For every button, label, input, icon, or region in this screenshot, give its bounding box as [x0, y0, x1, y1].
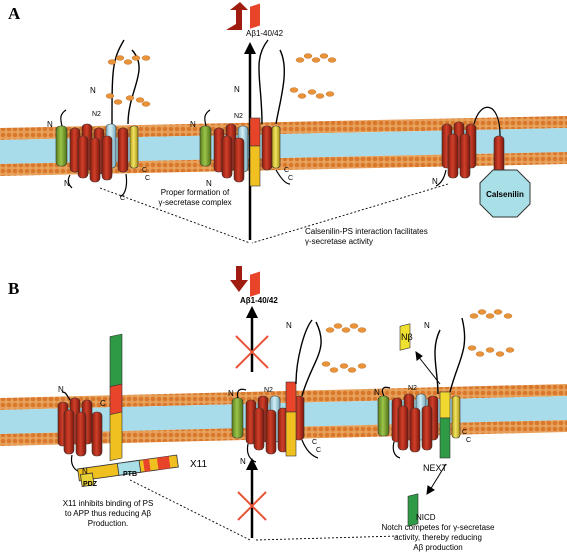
panel-b-c-label: C: [312, 439, 317, 446]
panel-a-n-label: N2: [92, 111, 101, 118]
panel-b-x11-note-line2: to APP thus reducing Aβ: [65, 509, 152, 518]
panel-b-abeta-peptides-icon: [230, 266, 260, 297]
panel-a-n-label: N: [234, 85, 240, 94]
panel-b-n-label: N: [424, 321, 430, 330]
panel-b-pdz-label: PDZ: [83, 481, 98, 488]
panel-b-abeta-arrow: [246, 306, 258, 538]
panel-b-c-label: C: [100, 399, 106, 408]
panel-a-dashed-connectors: [99, 183, 449, 244]
panel-a-membrane: [0, 116, 567, 176]
panel-b-nicd-icon: [407, 493, 419, 527]
panel-b-notch-note-line3: Aβ production: [413, 543, 463, 552]
panel-a-complex-left: [55, 39, 140, 197]
panel-a-n-label: N: [432, 177, 438, 186]
panel-b-n-label: N: [228, 389, 234, 398]
panel-b-c-label: C: [466, 437, 471, 444]
panel-b-complex-right: [377, 317, 466, 459]
panel-a-c-label: C: [142, 167, 147, 174]
panel-a-abeta-label: Aβ1-40/42: [246, 29, 284, 38]
panel-a-glycan-icons: [105, 53, 337, 107]
panel-a-c-label: C: [145, 175, 150, 182]
panel-b-nicd-label: NICD: [416, 513, 436, 522]
panel-b-presenilin-left: [57, 391, 103, 473]
panel-a-complex-middle: [199, 39, 291, 187]
panel-b-complex-middle: [231, 319, 322, 463]
panel-a-presenilin-right: [435, 106, 505, 187]
panel-b-x11-label: X11: [190, 459, 207, 470]
panel-b-x11-note-line3: Production.: [88, 519, 128, 528]
panel-a-n-label: N: [47, 120, 53, 129]
panel-b-glycan-icons: [321, 309, 515, 373]
panel-a-calsenilin-label: Calsenilin: [486, 190, 524, 199]
panel-b-c-label: C: [462, 429, 467, 436]
panel-b-n-label: N: [82, 467, 88, 476]
panel-a-calsenilin-note-line2: γ-secretase activity: [305, 237, 373, 246]
panel-b-blocked-x-icon: [235, 335, 269, 521]
panel-b-n-label: N: [286, 321, 292, 330]
panel-a-n-label: N: [190, 120, 196, 129]
panel-b-letter: B: [8, 279, 19, 298]
panel-b-n-label: N: [240, 457, 246, 466]
panel-a-abeta-peptides-icon: [226, 2, 260, 30]
panel-a-c-label: C: [288, 175, 293, 182]
panel-b-notch-note-line2: activity, thereby reducing: [394, 533, 482, 542]
panel-a-c-label: C: [284, 167, 289, 174]
panel-b-n-label: N2: [264, 387, 273, 394]
panel-b-nbeta-label: Nβ: [401, 332, 413, 342]
panel-b-notch-arrows: [415, 350, 447, 495]
panel-a-n-label: N: [90, 86, 96, 95]
panel-b-x11-protein: [77, 454, 179, 488]
panel-a-n-label: N: [64, 179, 70, 188]
panel-b-dashed-connectors: [129, 479, 399, 541]
panel-b-notch-nbeta-icon: [399, 323, 411, 351]
panel-a-complex-note-line2: γ-secretase complex: [158, 198, 231, 207]
panel-a-n-label: N2: [234, 113, 243, 120]
panel-a-n-label: N: [206, 179, 212, 188]
panel-a-calsenilin-octagon: [479, 169, 531, 218]
panel-a-complex-note-line1: Proper formation of: [161, 188, 230, 197]
panel-b-n-label: N: [374, 388, 380, 397]
panel-b-n-label: N2: [408, 385, 417, 392]
panel-b-n-label: N: [58, 385, 64, 394]
panel-a-c-label: C: [120, 195, 125, 202]
panel-b-x11-note-line1: X11 inhibits binding of PS: [63, 499, 154, 508]
panel-a-letter: A: [8, 4, 21, 23]
panel-a-calsenilin-note-line1: Calsenilin-PS interaction facilitates: [305, 227, 428, 236]
panel-b-ptb-label: PTB: [123, 471, 137, 478]
panel-b-c-label: C: [316, 447, 321, 454]
panel-b-app-bar: [109, 333, 123, 461]
panel-b-notch-note-line1: Notch competes for γ-secretase: [382, 523, 495, 532]
panel-b-abeta-label: Aβ1-40/42: [240, 296, 278, 305]
panel-b-next-label: NEXT: [423, 463, 448, 473]
